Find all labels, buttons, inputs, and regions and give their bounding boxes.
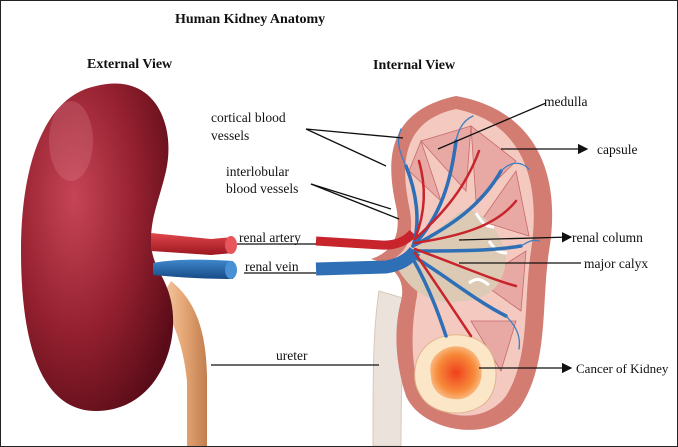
label-capsule: capsule <box>597 142 637 158</box>
label-medulla: medulla <box>544 94 588 110</box>
label-cortical-line2: vessels <box>211 128 249 144</box>
kidney-tumor <box>415 335 496 413</box>
label-renal-artery: renal artery <box>239 230 301 246</box>
external-view-heading: External View <box>87 57 172 73</box>
label-renal-column: renal column <box>572 230 643 246</box>
label-renal-vein: renal vein <box>245 259 299 275</box>
diagram-title: Human Kidney Anatomy <box>175 12 325 28</box>
label-interlobular-line1: interlobular <box>226 164 289 180</box>
internal-view-heading: Internal View <box>373 58 455 74</box>
external-kidney <box>21 83 237 446</box>
kidney-external-body <box>21 83 173 411</box>
renal-vein-external <box>153 260 233 279</box>
label-interlobular-line2: blood vessels <box>226 181 298 197</box>
renal-artery-external <box>151 233 233 255</box>
label-ureter: ureter <box>276 348 307 364</box>
label-major-calyx: major calyx <box>584 256 648 272</box>
label-cortical-line1: cortical blood <box>211 110 286 126</box>
label-cancer-of-kidney: Cancer of Kidney <box>576 361 668 377</box>
